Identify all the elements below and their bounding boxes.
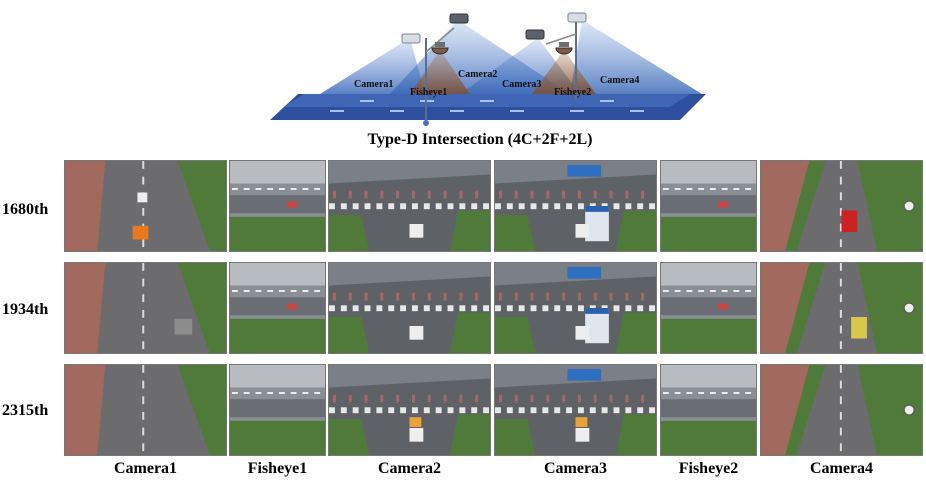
col-label-camera1: Camera1 [113, 460, 178, 477]
frame-camera4-2315th [760, 364, 923, 456]
figure-title: Type-D Intersection (4C+2F+2L) [367, 131, 593, 148]
frame-fisheye2-2315th [660, 364, 757, 456]
frame-fisheye1-1934th [229, 262, 326, 354]
frame-camera1-2315th [64, 364, 227, 456]
frame-camera1-1934th [64, 262, 227, 354]
col-label-camera4: Camera4 [809, 460, 874, 477]
col-label-fisheye2: Fisheye2 [678, 460, 739, 477]
label-camera4: Camera4 [600, 75, 639, 86]
col-label-fisheye1: Fisheye1 [247, 460, 308, 477]
frame-fisheye2-1934th [660, 262, 757, 354]
col-label-camera2: Camera2 [377, 460, 442, 477]
fisheye-icon [431, 42, 573, 55]
frame-fisheye2-1680th [660, 160, 757, 252]
frame-camera3-1934th [494, 262, 657, 354]
label-camera3: Camera3 [502, 79, 541, 90]
intersection-schematic: Camera1 Fisheye1 Camera2 Camera3 Fisheye… [270, 12, 706, 126]
row-label-1680: 1680th [2, 201, 49, 218]
frame-camera4-1680th [760, 160, 923, 252]
frame-camera2-1680th [328, 160, 491, 252]
row-label-2315: 2315th [2, 402, 49, 419]
frame-camera1-1680th [64, 160, 227, 252]
label-camera2: Camera2 [458, 69, 497, 80]
frame-camera2-1934th [328, 262, 491, 354]
frame-fisheye1-2315th [229, 364, 326, 456]
camera1-fov [320, 38, 425, 94]
label-fisheye1: Fisheye1 [410, 87, 447, 98]
camera4-fov [570, 20, 702, 94]
frame-fisheye1-1680th [229, 160, 326, 252]
frame-camera2-2315th [328, 364, 491, 456]
row-label-1934: 1934th [2, 301, 49, 318]
camera-icon [401, 12, 587, 44]
fisheye2-fov [532, 50, 596, 94]
frame-camera3-2315th [494, 364, 657, 456]
col-label-camera3: Camera3 [543, 460, 608, 477]
intersection-diagram: Camera1 Fisheye1 Camera2 Camera3 Fisheye… [270, 4, 720, 128]
frame-camera4-1934th [760, 262, 923, 354]
frame-camera3-1680th [494, 160, 657, 252]
label-camera1: Camera1 [354, 79, 393, 90]
label-fisheye2: Fisheye2 [554, 87, 591, 98]
